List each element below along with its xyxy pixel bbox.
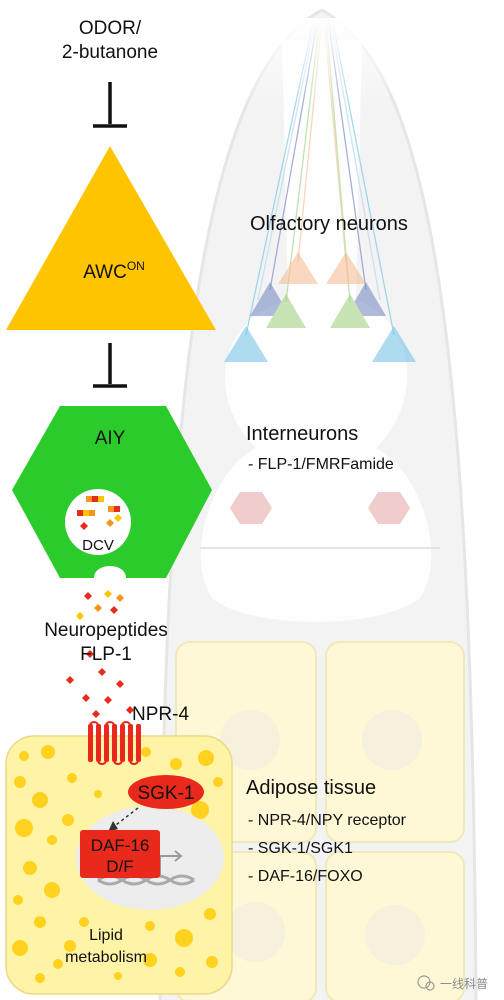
neuropeptides-label: Neuropeptides	[44, 620, 168, 641]
olfactory-neuron-cells	[224, 252, 416, 362]
npr4-label: NPR-4	[132, 704, 189, 725]
watermark-text: 一线科普	[440, 977, 488, 991]
sgk1-to-daf16-arrow	[108, 807, 139, 832]
interneurons-label: Interneurons	[246, 423, 358, 445]
daf16-box	[80, 830, 160, 878]
inhibition-arrow-2	[93, 343, 127, 388]
daf16-label: DAF-16	[91, 836, 150, 855]
sgk1-kinase	[128, 775, 204, 809]
adipose-tissue-label: Adipose tissue	[246, 777, 376, 799]
lipid-label: Lipid	[89, 927, 123, 944]
exocytosis-pore	[94, 566, 126, 589]
adipose-item-3: - DAF-16/FOXO	[248, 868, 363, 885]
dense-core-vesicle	[65, 489, 131, 555]
flp1-label: FLP-1	[80, 644, 132, 665]
adipose-item-2: - SGK-1/SGK1	[248, 840, 353, 857]
aiy-label: AIY	[95, 428, 126, 449]
stimulus-label: ODOR/	[79, 18, 142, 39]
interneurons-item: - FLP-1/FMRFamide	[248, 456, 394, 473]
watermark: 一线科普	[417, 975, 488, 991]
aiy-neuron-shape	[12, 406, 212, 578]
olfactory-neurons-label: Olfactory neurons	[250, 213, 408, 235]
worm-background	[158, 8, 478, 1000]
awc-label: AWCON	[83, 259, 145, 283]
metabolism-label: metabolism	[65, 949, 147, 966]
flp-interneurons	[230, 492, 410, 524]
vesicle-peptides	[77, 496, 122, 530]
released-peptides	[66, 590, 134, 718]
sgk1-label: SGK-1	[137, 783, 194, 804]
awc-neuron-shape	[6, 146, 216, 330]
dcv-label: DCV	[82, 537, 114, 554]
adipose-item-1: - NPR-4/NPY receptor	[248, 812, 407, 829]
pharynx	[200, 40, 432, 622]
inhibition-arrow-1	[93, 82, 127, 128]
stimulus-label-2: 2-butanone	[62, 42, 158, 63]
daf16-df-label: D/F	[106, 857, 133, 876]
npr4-receptor-icon	[88, 721, 141, 765]
